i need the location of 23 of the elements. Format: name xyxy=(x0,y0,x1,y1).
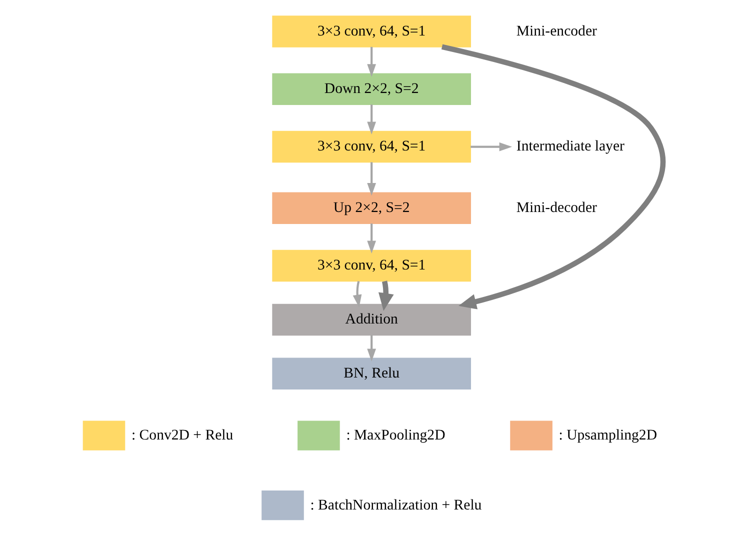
node-text: Intermediate layer xyxy=(516,138,624,155)
legend-label: : BatchNormalization + Relu xyxy=(310,497,482,514)
arrow xyxy=(367,104,376,134)
arrow xyxy=(441,44,666,310)
node-box: Down 2×2, S=2 xyxy=(272,73,471,106)
arrow xyxy=(367,224,376,254)
label: Mini-decoder xyxy=(516,200,597,216)
node-box: Up 2×2, S=2 xyxy=(272,192,471,224)
node-box: BN, Relu xyxy=(272,358,471,390)
legend-label: : Upsampling2D xyxy=(558,427,658,444)
legend-label: : MaxPooling2D xyxy=(346,427,446,444)
arrow xyxy=(378,280,394,311)
arrow xyxy=(470,142,512,152)
node-box: 3×3 conv, 64, S=1 xyxy=(272,16,471,48)
arrow xyxy=(367,335,376,362)
label: Mini-encoder xyxy=(516,23,597,40)
node-box: 3×3 conv, 64, S=1 xyxy=(272,130,471,163)
arrow xyxy=(367,46,376,77)
legend-label: : Conv2D + Relu xyxy=(132,427,234,444)
arrow xyxy=(367,162,376,196)
arrow xyxy=(352,281,362,308)
node-box: Addition xyxy=(272,304,471,336)
node-box: 3×3 conv, 64, S=1 xyxy=(272,250,471,282)
